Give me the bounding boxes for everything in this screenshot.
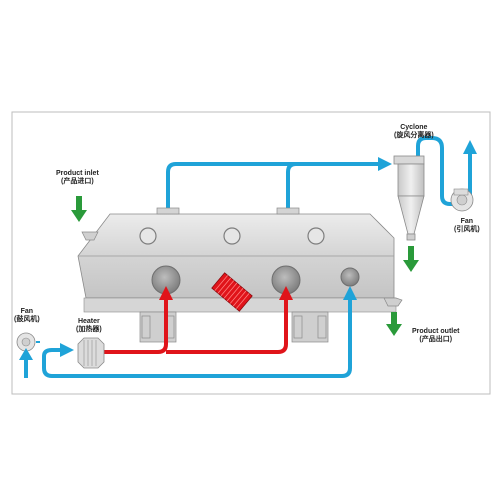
return-air-duct [42, 296, 352, 378]
fan-exhaust-arrow [463, 140, 477, 154]
label-cyclone-zh: (旋风分离器) [394, 132, 434, 139]
label-fan-exhaust-zh: (引风机) [454, 226, 480, 233]
exhaust-duct [166, 162, 378, 212]
label-product-inlet-zh: (产品进口) [61, 178, 94, 185]
label-heater-zh: (加热器) [76, 326, 102, 333]
cyclone [393, 155, 425, 241]
label-product-inlet: Product inlet (产品进口) [56, 170, 99, 186]
supply-fan [16, 332, 36, 352]
heater-inlet-arrow [60, 343, 74, 357]
label-cyclone-en: Cyclone [400, 124, 428, 131]
label-cyclone: Cyclone (旋风分离器) [394, 124, 434, 140]
label-product-outlet: Product outlet (产品出口) [412, 328, 459, 344]
label-fan-supply-zh: (鼓风机) [14, 316, 40, 323]
fluid-bed-dryer [77, 207, 403, 313]
exhaust-fan [450, 188, 474, 212]
return-air-arrow [343, 286, 357, 300]
vibration-motor [211, 272, 253, 312]
label-heater-en: Heater [77, 318, 100, 325]
label-fan-supply: Fan (鼓风机) [14, 308, 40, 324]
hot-air-arrow-1 [159, 286, 173, 300]
label-product-outlet-en: Product outlet [412, 328, 460, 335]
label-heater: Heater (加热器) [76, 318, 102, 334]
product-inlet-arrow [71, 196, 87, 222]
heater [77, 337, 105, 369]
label-fan-exhaust-en: Fan [460, 218, 474, 225]
hot-air-ducts [104, 300, 288, 354]
cyclone-discharge-arrow [403, 246, 419, 272]
label-product-outlet-zh: (产品出口) [419, 336, 453, 343]
label-fan-supply-en: Fan [20, 308, 34, 315]
label-product-inlet-en: Product inlet [56, 170, 99, 177]
spring-supports [139, 311, 329, 343]
hot-air-arrow-2 [279, 286, 293, 300]
cyclone-outlet-duct [416, 136, 456, 206]
exhaust-arrow [378, 157, 392, 171]
label-fan-exhaust: Fan (引风机) [454, 218, 480, 234]
supply-fan-arrow [19, 348, 33, 360]
product-outlet-arrow [386, 312, 402, 336]
